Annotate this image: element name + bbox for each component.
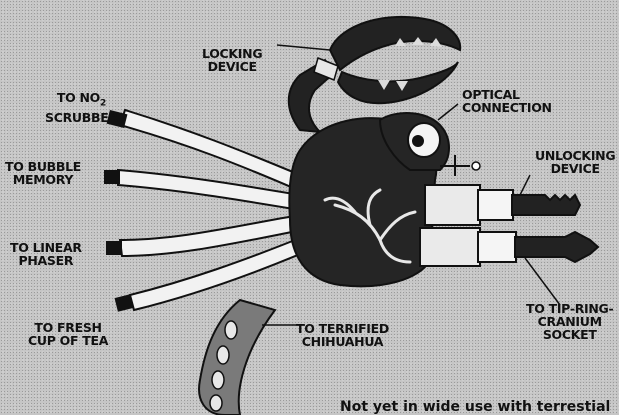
label-tip-ring-cranium: TO TIP-RING- CRANIUM SOCKET [526,302,613,341]
caption: Not yet in wide use with terrestial [340,399,610,415]
tentacle [199,300,275,415]
label-locking-device: LOCKING DEVICE [202,47,262,73]
label-no2-scrubber: TO NO2 SCRUBBER [45,91,118,124]
pupil [412,135,424,147]
claw-upper [330,17,460,70]
plug-tip-ring-cranium [420,228,598,266]
label-no2-line1: TO NO2 [45,91,118,111]
label-terrified-chihuahua: TO TERRIFIED CHIHUAHUA [296,322,389,348]
label-optical-connection: OPTICAL CONNECTION [462,88,552,114]
label-linear-phaser: TO LINEAR PHASER [10,241,82,267]
label-fresh-tea: TO FRESH CUP OF TEA [28,321,108,347]
label-unlocking-device: UNLOCKING DEVICE [535,149,615,175]
plug-unlocking-device [425,185,580,225]
cables [118,110,305,310]
label-bubble-memory: TO BUBBLE MEMORY [5,160,81,186]
